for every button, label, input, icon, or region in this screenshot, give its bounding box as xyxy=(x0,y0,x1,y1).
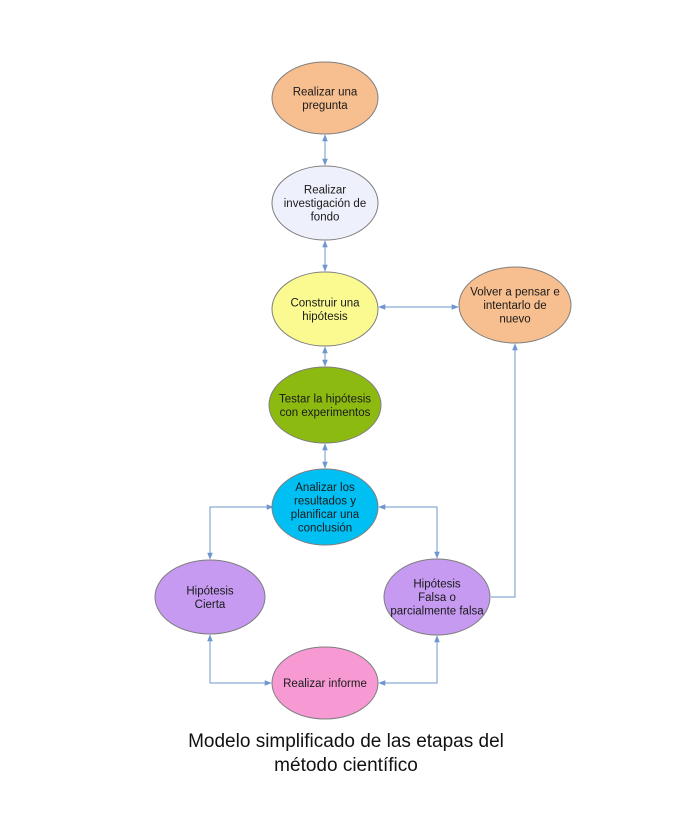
node-testar: Testar la hipótesis con experimentos xyxy=(268,366,382,444)
edge-analizar-cierta xyxy=(207,504,274,560)
node-cierta-label: Hipótesis xyxy=(186,585,234,597)
node-hipotesis-label: Construir una xyxy=(290,297,360,309)
connectors xyxy=(207,134,518,686)
node-falsa-label: Falsa o xyxy=(418,592,456,604)
node-hipotesis: Construir una hipótesis xyxy=(271,271,379,347)
node-analizar-label: resultados y xyxy=(294,495,356,507)
node-hipotesis-shape xyxy=(271,271,379,347)
node-testar-label: con experimentos xyxy=(280,407,371,419)
node-analizar-label: Analizar los xyxy=(295,482,355,494)
node-testar-label: Testar la hipótesis xyxy=(279,393,371,405)
node-informe-label: Realizar informe xyxy=(283,678,367,690)
node-investigacion-label: Realizar xyxy=(304,185,346,197)
node-volver-label: nuevo xyxy=(499,314,530,326)
node-informe-shape xyxy=(271,646,379,720)
node-cierta-shape xyxy=(154,559,266,635)
edge-analizar-falsa xyxy=(378,504,440,559)
node-falsa-shape xyxy=(383,558,491,636)
node-investigacion-label: investigación de xyxy=(284,198,366,210)
node-volver-label: intentarlo de xyxy=(483,300,546,312)
node-analizar-label: conclusión xyxy=(298,522,352,534)
edge-falsa-volver xyxy=(491,343,518,598)
node-analizar-shape xyxy=(271,468,379,546)
node-pregunta-label: Realizar una xyxy=(293,86,358,98)
node-falsa-label: Hipótesis xyxy=(413,579,461,591)
diagram-caption: Modelo simplificado de las etapas del mé… xyxy=(0,730,692,778)
node-volver-label: Volver a pensar e xyxy=(470,287,560,299)
node-investigacion-label: fondo xyxy=(311,212,340,224)
edge-cierta-informe xyxy=(207,634,272,686)
node-pregunta: Realizar una pregunta xyxy=(271,61,379,135)
node-testar-shape xyxy=(268,366,382,444)
node-volver-shape xyxy=(458,266,572,344)
node-informe: Realizar informe xyxy=(271,646,379,720)
node-analizar-label: planificar una xyxy=(291,509,360,521)
nodes: Realizar una preguntaRealizarinvestigació… xyxy=(154,61,572,720)
node-investigacion-shape xyxy=(271,165,379,241)
node-cierta-label: Cierta xyxy=(195,599,226,611)
caption-line-2: método científico xyxy=(274,755,418,776)
node-pregunta-shape xyxy=(271,61,379,135)
node-hipotesis-label: hipótesis xyxy=(302,311,348,323)
edge-falsa-informe xyxy=(378,635,440,686)
scientific-method-diagram: Realizar una preguntaRealizarinvestigació… xyxy=(154,61,572,720)
node-pregunta-label: pregunta xyxy=(302,100,348,112)
caption-line-1: Modelo simplificado de las etapas del xyxy=(188,731,504,752)
node-falsa-label: parcialmente falsa xyxy=(390,606,484,618)
